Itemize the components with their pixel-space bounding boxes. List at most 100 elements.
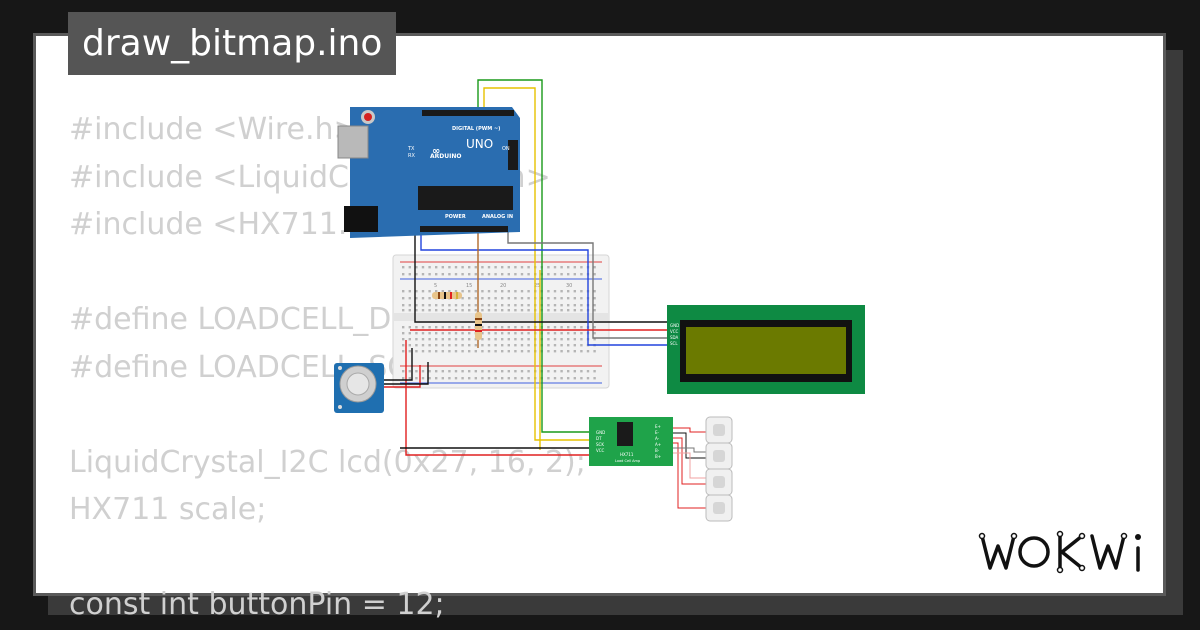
breadboard-hole	[586, 350, 590, 353]
project-title[interactable]: draw_bitmap.ino	[68, 12, 397, 75]
breadboard-hole	[428, 326, 431, 329]
breadboard-hole	[501, 326, 504, 329]
breadboard-hole	[461, 350, 464, 353]
breadboard-hole	[468, 377, 471, 380]
breadboard-hole	[454, 290, 458, 293]
breadboard-hole	[501, 290, 504, 293]
breadboard-hole	[415, 290, 418, 293]
breadboard-hole	[441, 370, 444, 373]
breadboard-hole	[454, 266, 458, 269]
breadboard-hole	[421, 377, 425, 380]
breadboard-hole	[448, 370, 451, 373]
breadboard-hole	[408, 273, 411, 276]
breadboard-hole	[402, 266, 405, 269]
breadboard-hole	[461, 377, 464, 380]
breadboard-hole	[593, 290, 596, 293]
breadboard-hole	[481, 297, 484, 300]
breadboard-hole	[494, 377, 497, 380]
hx711-pin-label: DT	[596, 436, 602, 441]
breadboard-hole	[553, 290, 557, 293]
breadboard-hole	[593, 332, 596, 335]
breadboard-hole	[494, 304, 497, 307]
breadboard-hole	[487, 344, 491, 347]
breadboard-hole	[474, 266, 477, 269]
breadboard-hole	[461, 344, 464, 347]
breadboard-hole	[474, 344, 477, 347]
breadboard-hole	[421, 290, 425, 293]
breadboard-hole	[428, 332, 431, 335]
breadboard-hole	[441, 309, 444, 312]
breadboard-hole	[402, 297, 405, 300]
breadboard-hole	[580, 304, 583, 307]
breadboard-hole	[580, 377, 583, 380]
breadboard-hole	[415, 304, 418, 307]
breadboard-hole	[408, 297, 411, 300]
breadboard-hole	[547, 338, 550, 341]
breadboard-hole	[547, 350, 550, 353]
breadboard-hole	[454, 350, 458, 353]
breadboard-hole	[415, 377, 418, 380]
breadboard-hole	[448, 344, 451, 347]
breadboard-hole	[501, 332, 504, 335]
breadboard-hole	[461, 290, 464, 293]
breadboard-hole	[514, 290, 517, 293]
breadboard-hole	[560, 326, 563, 329]
resistor	[475, 312, 482, 340]
load-cell	[705, 442, 733, 470]
load-cell-wires	[673, 427, 708, 509]
bb-col-label: 15	[466, 283, 472, 289]
breadboard-hole	[573, 309, 576, 312]
breadboard-hole	[415, 273, 418, 276]
breadboard-hole	[580, 290, 583, 293]
breadboard-hole	[573, 370, 576, 373]
breadboard-hole	[501, 377, 504, 380]
breadboard-hole	[448, 338, 451, 341]
breadboard-hole	[560, 350, 563, 353]
lcd-pin-label: GND	[670, 323, 679, 328]
breadboard-hole	[520, 377, 524, 380]
breadboard-hole	[560, 297, 563, 300]
circuit-diagram: 5 15 20 25 30	[334, 79, 865, 522]
breadboard-hole	[468, 344, 471, 347]
arduino-tx-label: TX	[407, 146, 415, 152]
breadboard-hole	[402, 290, 405, 293]
breadboard-hole	[408, 344, 411, 347]
breadboard-hole	[408, 338, 411, 341]
breadboard-hole	[402, 377, 405, 380]
breadboard-hole	[527, 338, 530, 341]
breadboard-hole	[428, 338, 431, 341]
breadboard-hole	[461, 297, 464, 300]
breadboard-hole	[553, 338, 557, 341]
breadboard-hole	[441, 304, 444, 307]
breadboard-hole	[481, 344, 484, 347]
breadboard-hole	[461, 273, 464, 276]
breadboard-hole	[435, 304, 438, 307]
breadboard-hole	[520, 309, 524, 312]
breadboard-hole	[435, 309, 438, 312]
breadboard-hole	[527, 370, 530, 373]
breadboard-hole	[553, 309, 557, 312]
breadboard-hole	[586, 370, 590, 373]
bb-col-label: 20	[500, 283, 506, 289]
breadboard-hole	[560, 338, 563, 341]
breadboard-hole	[567, 273, 570, 276]
breadboard-hole	[514, 304, 517, 307]
breadboard-hole	[593, 338, 596, 341]
breadboard-hole	[593, 304, 596, 307]
breadboard-hole	[435, 350, 438, 353]
breadboard-hole	[487, 350, 491, 353]
arduino-rx-label: RX	[408, 153, 415, 159]
breadboard-hole	[593, 266, 596, 269]
breadboard-hole	[474, 273, 477, 276]
code-line: #include <Wire.h>	[69, 112, 359, 147]
breadboard-hole	[435, 377, 438, 380]
lcd-display: GND VCC SDA SCL	[667, 305, 865, 394]
breadboard-hole	[567, 290, 570, 293]
breadboard-hole	[567, 370, 570, 373]
breadboard-hole	[435, 370, 438, 373]
breadboard-hole	[454, 273, 458, 276]
breadboard-hole	[580, 370, 583, 373]
hx711-sublabel: Load Cell Amp	[615, 459, 641, 463]
breadboard-hole	[520, 273, 524, 276]
breadboard-hole	[507, 290, 510, 293]
